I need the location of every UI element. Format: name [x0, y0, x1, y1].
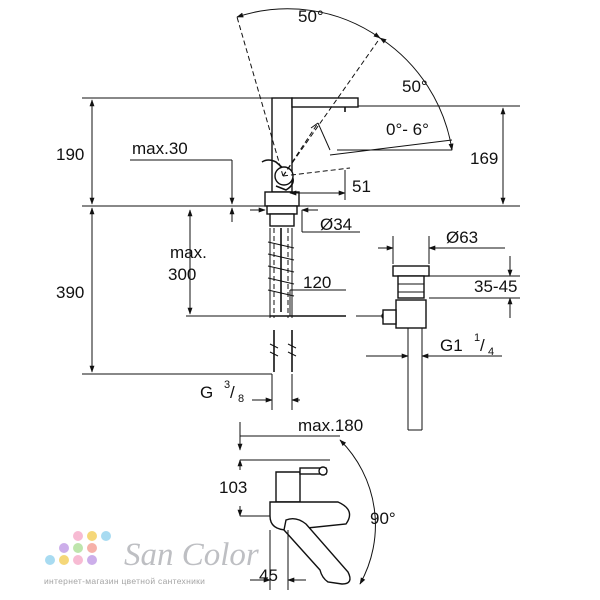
supply-thread-frac-den: 8 [238, 393, 244, 405]
waste-valve: Ø63 35-45 G1 1 / 4 [366, 228, 520, 431]
dimension-390: 390 [56, 283, 84, 302]
watermark-subtitle: интернет-магазин цветной сантехники [44, 576, 205, 586]
watermark-dots-icon [45, 531, 111, 565]
plan-spout-rotated [283, 517, 351, 585]
dimension-120: 120 [303, 273, 331, 292]
angle-right-50: 50° [402, 77, 428, 96]
plan-body [275, 471, 301, 503]
dimension-190: 190 [56, 145, 84, 164]
dimension-103: 103 [219, 478, 247, 497]
svg-text:/: / [230, 383, 235, 402]
dimension-waste-diameter: Ø63 [446, 228, 478, 247]
dimension-169: 169 [470, 149, 498, 168]
angle-top-50: 50° [298, 7, 324, 26]
svg-text:/: / [480, 336, 485, 355]
faucet-spout [291, 97, 359, 108]
dimension-waste-range: 35-45 [474, 277, 517, 296]
side-elevation: 190 390 169 50° 50° 0°- 6° max [56, 7, 520, 410]
angle-swivel-90: 90° [370, 509, 396, 528]
watermark-brand: San Color [124, 537, 259, 573]
faucet-base [264, 191, 300, 207]
dimension-hole-diameter: Ø34 [320, 215, 352, 234]
waste-thread-label: G1 [440, 336, 463, 355]
waste-thread-frac-den: 4 [488, 346, 494, 358]
dimension-51: 51 [352, 177, 371, 196]
tilt-angle: 0°- 6° [386, 120, 429, 139]
supply-thread-frac-num: 3 [224, 379, 230, 391]
dimension-max30: max.30 [132, 139, 188, 158]
dimension-max300: 300 [168, 265, 196, 284]
plan-view: max.180 103 90° 45 [219, 416, 396, 590]
watermark: San Color интернет-магазин цветной санте… [44, 531, 259, 586]
supply-thread-label: G [200, 383, 213, 402]
dimension-max-label: max. [170, 243, 207, 262]
plan-spout [269, 501, 351, 531]
dimension-max180: max.180 [298, 416, 363, 435]
dimension-45: 45 [259, 566, 278, 585]
waste-thread-frac-num: 1 [474, 332, 480, 344]
